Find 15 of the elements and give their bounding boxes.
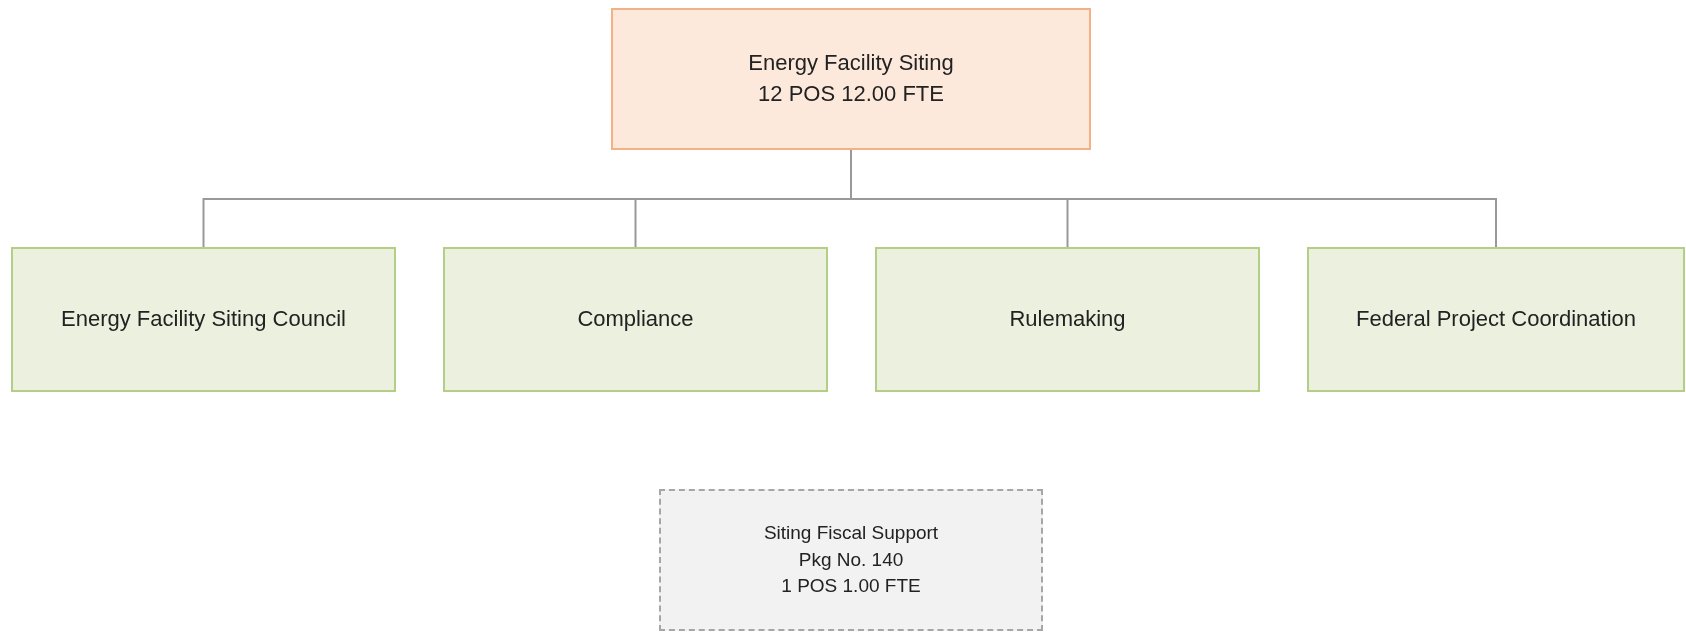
node-label: 1 POS 1.00 FTE — [781, 574, 921, 599]
unit-box — [443, 247, 828, 392]
unit-box — [1307, 247, 1685, 392]
node-label: Siting Fiscal Support — [763, 521, 939, 546]
node-label: Energy Facility Siting — [748, 49, 954, 78]
node-label: Pkg No. 140 — [798, 547, 904, 572]
node-label: Energy Facility Siting Council — [61, 305, 346, 334]
node-label: Compliance — [577, 305, 694, 334]
support-box — [659, 489, 1043, 631]
division-box — [611, 8, 1091, 150]
node-label: 12 POS 12.00 FTE — [758, 80, 944, 108]
node-label: Federal Project Coordination — [1355, 305, 1636, 334]
unit-box — [11, 247, 396, 392]
unit-box — [875, 247, 1260, 392]
node-label: Rulemaking — [1009, 305, 1126, 334]
